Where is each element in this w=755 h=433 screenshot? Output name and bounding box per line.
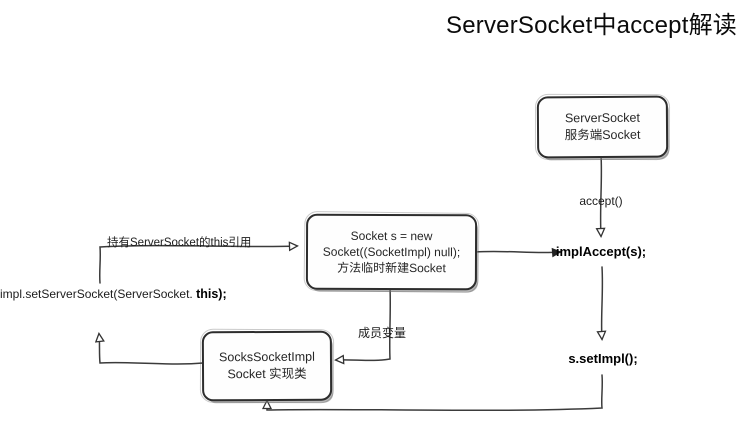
edge-label-setserversocket-line1: impl.setServerSocket(ServerSocket. bbox=[0, 287, 193, 301]
edge-label-accept: accept() bbox=[579, 194, 623, 208]
arrow-setimpl-to-socksimpl bbox=[267, 374, 604, 412]
edge-label-member-variable: 成员变量 bbox=[358, 326, 407, 340]
edge-label-this-reference: 持有ServerSocket的this引用 bbox=[107, 237, 252, 249]
node-serversocket-line2: 服务端Socket bbox=[564, 127, 641, 143]
edge-label-setserversocket-line2: this); bbox=[196, 287, 227, 301]
edge-label-setserversocket: impl.setServerSocket(ServerSocket. this)… bbox=[0, 286, 227, 303]
arrow-this-reference bbox=[98, 246, 297, 284]
node-socket-new-line1: Socket s = new bbox=[350, 228, 433, 243]
arrow-to-implaccept bbox=[474, 247, 562, 258]
node-sockssocketimpl-line1: SocksSocketImpl bbox=[218, 349, 315, 365]
diagram-title: ServerSocket中accept解读 bbox=[446, 12, 737, 39]
node-sockssocketimpl-line2: Socket 实现类 bbox=[227, 366, 307, 382]
arrow-socksimpl-to-this bbox=[99, 334, 204, 365]
arrow-accept bbox=[601, 154, 602, 236]
node-socket-new-line3: 方法临时新建Socket bbox=[337, 260, 446, 276]
arrow-implaccept-to-setimpl bbox=[602, 266, 603, 339]
node-socket-new-line2: Socket((SocketImpl) null); bbox=[322, 244, 461, 260]
edge-label-setimpl: s.setImpl(); bbox=[568, 351, 638, 366]
node-serversocket: ServerSocket 服务端Socket bbox=[536, 95, 669, 159]
edge-label-implaccept: implAccept(s); bbox=[555, 244, 647, 259]
node-socket-new: Socket s = new Socket((SocketImpl) null)… bbox=[305, 213, 478, 291]
node-serversocket-line1: ServerSocket bbox=[564, 110, 641, 126]
arrow-member-variable bbox=[336, 286, 392, 360]
node-sockssocketimpl: SocksSocketImpl Socket 实现类 bbox=[201, 330, 333, 402]
